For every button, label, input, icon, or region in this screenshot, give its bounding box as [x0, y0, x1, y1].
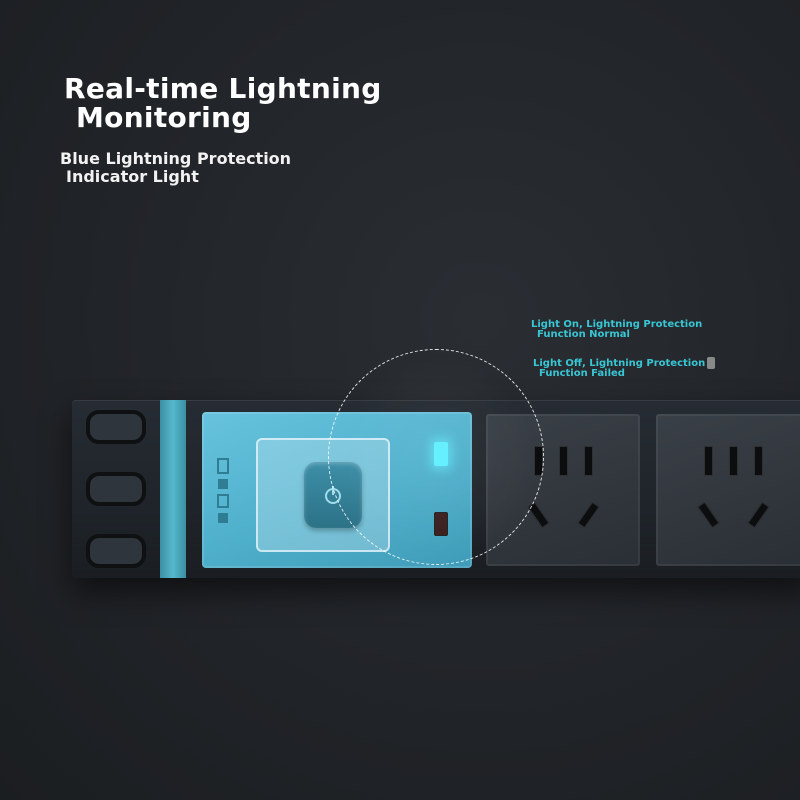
- socket-pin: [584, 446, 593, 476]
- power-switch-button[interactable]: [304, 462, 362, 528]
- indicator-light-off: [434, 512, 448, 536]
- brand-logo: [212, 452, 234, 532]
- surge-protection-module: [202, 412, 472, 568]
- brand-logo-mark: [217, 458, 229, 523]
- power-icon: [325, 486, 341, 504]
- socket-pin: [534, 446, 543, 476]
- socket-pin: [577, 501, 600, 529]
- switch-guard-cover[interactable]: [256, 438, 390, 552]
- subheading-line-1: Blue Lightning Protection: [60, 149, 292, 168]
- callout-light-on: Light On, Lightning Protection Function …: [531, 320, 702, 340]
- accent-band: [160, 400, 186, 578]
- callout-light-off-line-2: Function Failed: [539, 368, 625, 379]
- subheading-line-2: Indicator Light: [66, 167, 199, 186]
- power-socket: [656, 414, 800, 566]
- headline: Real-time Lightning Monitoring: [64, 74, 382, 132]
- socket-pin: [754, 446, 763, 476]
- mounting-slot: [86, 410, 146, 444]
- callout-light-on-line-2: Function Normal: [537, 329, 630, 340]
- power-socket: [486, 414, 640, 566]
- socket-pin: [729, 446, 738, 476]
- indicator-light-on: [434, 442, 448, 466]
- mounting-slot: [86, 472, 146, 506]
- socket-pin: [704, 446, 713, 476]
- socket-pin: [527, 501, 550, 529]
- socket-pin: [747, 501, 770, 529]
- mounting-slot: [86, 534, 146, 568]
- headline-line-2: Monitoring: [76, 101, 252, 134]
- subheading: Blue Lightning Protection Indicator Ligh…: [60, 150, 291, 186]
- socket-pin: [559, 446, 568, 476]
- power-strip: [72, 400, 800, 578]
- module-side-label: [416, 420, 438, 558]
- headline-line-1: Real-time Lightning: [64, 72, 382, 105]
- callout-light-off-line-1: Light Off, Lightning Protection: [533, 358, 706, 369]
- callout-light-off: Light Off, Lightning Protection Function…: [533, 357, 716, 379]
- callout-light-on-line-1: Light On, Lightning Protection: [531, 319, 703, 330]
- socket-pin: [697, 501, 720, 529]
